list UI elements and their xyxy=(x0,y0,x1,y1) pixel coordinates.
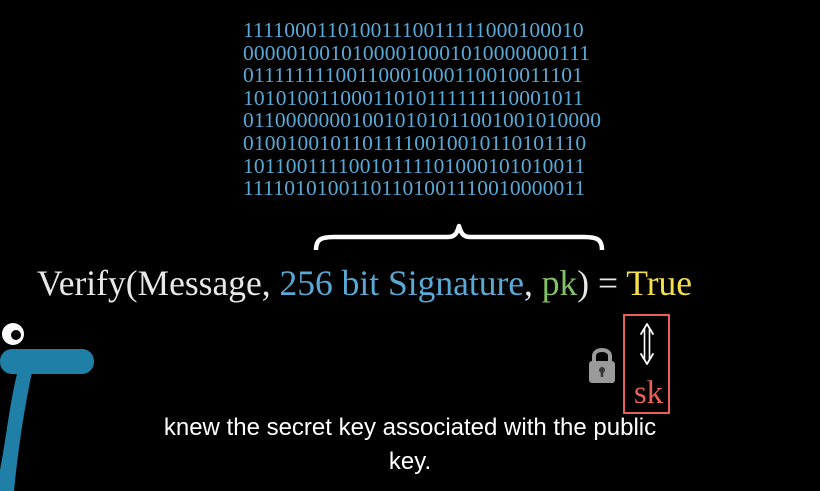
equals-sign: = xyxy=(598,263,619,303)
subtitle-line-1: knew the secret key associated with the … xyxy=(157,414,663,441)
curly-brace-icon xyxy=(313,223,605,251)
binary-row: 0100100101101111001001011010111​0 xyxy=(243,130,587,155)
binary-row: 0110000000100101010110010010100​00 xyxy=(243,108,602,133)
binary-row: 0111111110011000100011001001110​1 xyxy=(243,63,584,88)
binary-row: 1111000110100111001111100010001​0 xyxy=(243,18,584,42)
secret-key-box: sk xyxy=(623,314,670,414)
result-true: True xyxy=(626,263,693,303)
double-arrow-icon xyxy=(640,323,654,365)
comma: , xyxy=(524,263,533,303)
verify-function-label: Verify(Message, xyxy=(37,263,271,303)
binary-row: 1010100110001101011111111000101​1 xyxy=(243,85,584,110)
close-paren: ) xyxy=(577,263,590,303)
verify-equation: Verify(Message, 256 bit Signature, pk) =… xyxy=(37,259,692,307)
subtitle-caption: knew the secret key associated with the … xyxy=(0,411,820,479)
pi-creature xyxy=(0,323,94,491)
binary-row: 1111010100110110100111001000001​1 xyxy=(243,176,586,201)
subtitle-line-2: key. xyxy=(382,448,438,475)
signature-label: 256 bit Signature xyxy=(279,263,525,303)
public-key-label: pk xyxy=(541,263,578,303)
lock-icon xyxy=(589,348,615,383)
binary-row: 1011001111001011110100010101001​1 xyxy=(243,153,586,178)
secret-key-label: sk xyxy=(633,375,664,411)
binary-row: 0000010010100001000101000000011​1 xyxy=(243,40,591,65)
binary-signature-block: 1111000110100111001111100010001​0 000001… xyxy=(243,19,675,200)
